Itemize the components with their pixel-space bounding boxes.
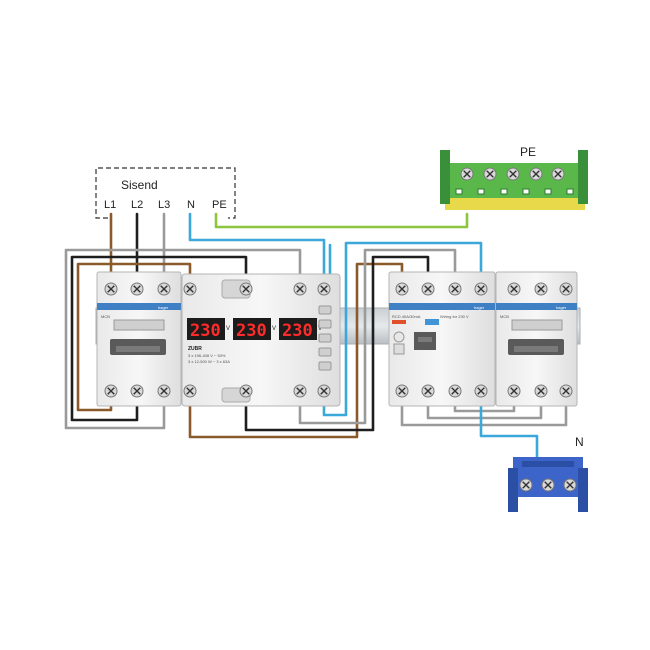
- wire-loop-grey: [64, 248, 302, 430]
- relay-spec-1: 3 x 196-408 V ~ 50%: [188, 353, 226, 358]
- terminal-screw: [474, 282, 488, 296]
- terminal-screw: [157, 282, 171, 296]
- wire-pe-green: [214, 212, 469, 229]
- pe-terminal-slot: [522, 188, 530, 195]
- wires: [64, 212, 568, 467]
- terminal-screw: [448, 282, 462, 296]
- wire-out-black: [244, 255, 430, 432]
- display-phase-2: [233, 318, 271, 340]
- terminal-screw: [448, 384, 462, 398]
- terminal-screw: [559, 282, 573, 296]
- supply-box: Sisend L1 L2 L3 N PE: [95, 167, 236, 219]
- terminal-screw: [317, 384, 331, 398]
- earth-label: PE: [212, 199, 227, 211]
- display-3-unit: V: [318, 326, 322, 332]
- pe-terminal-slot: [455, 188, 463, 195]
- relay-button-1[interactable]: [318, 305, 332, 315]
- pe-terminal-screw: [551, 167, 565, 181]
- pe-busbar: PE: [440, 145, 588, 210]
- relay-button-5[interactable]: [318, 361, 332, 371]
- wire-out-brown: [188, 262, 404, 439]
- terminal-screw: [395, 282, 409, 296]
- wire-out-blue: [322, 241, 483, 417]
- terminal-screw: [421, 384, 435, 398]
- display-1-value: 230: [190, 321, 221, 341]
- terminal-screw: [534, 282, 548, 296]
- terminal-screw: [183, 384, 197, 398]
- display-1-unit: V: [226, 326, 230, 332]
- supply-box-label: Sisend: [121, 178, 158, 192]
- pe-terminal-slot: [544, 188, 552, 195]
- terminal-screw: [130, 282, 144, 296]
- rcd-label: RCD 40A/30mA: [392, 314, 421, 319]
- phase-l2-label: L2: [131, 199, 143, 211]
- terminal-screw: [507, 384, 521, 398]
- terminal-screw: [293, 282, 307, 296]
- terminal-screw: [395, 384, 409, 398]
- pe-terminal-slot: [477, 188, 485, 195]
- terminal-screw: [421, 282, 435, 296]
- right-breaker-brand: hager: [556, 305, 567, 310]
- terminal-screw: [183, 282, 197, 296]
- wire-out-grey: [298, 248, 457, 425]
- terminal-screw: [474, 384, 488, 398]
- terminal-screw: [507, 282, 521, 296]
- display-3-value: 230: [282, 321, 313, 341]
- n-terminal-screw: [563, 478, 577, 492]
- relay-button-4[interactable]: [318, 347, 332, 357]
- pe-terminal-screw: [529, 167, 543, 181]
- pe-bar-label: PE: [520, 145, 536, 159]
- n-busbar: N: [508, 435, 588, 512]
- display-2-value: 230: [236, 321, 267, 341]
- pe-terminal-slot: [500, 188, 508, 195]
- relay-model: ZUBR: [188, 346, 202, 352]
- rcd-detail: Wiring for 230 V: [440, 314, 469, 319]
- terminal-screw: [239, 282, 253, 296]
- pe-terminal-screw: [460, 167, 474, 181]
- terminal-screw: [239, 384, 253, 398]
- wire-n-blue: [188, 212, 326, 285]
- rcd-brand: hager: [474, 305, 485, 310]
- wire-rcd-n-blue: [479, 390, 539, 467]
- wire-rcd-grey-1: [400, 390, 568, 427]
- display-phase-3: [279, 318, 317, 340]
- relay-spec-2: 3 x 12-500 W ~ 3 x 63A: [188, 359, 230, 364]
- rcd-test-button[interactable]: [393, 331, 405, 343]
- neutral-label: N: [187, 199, 195, 211]
- wire-loop-brown: [76, 262, 192, 412]
- relay-button-3[interactable]: [318, 333, 332, 343]
- phase-l1-label: L1: [104, 199, 116, 211]
- terminal-screws: [104, 282, 573, 398]
- display-phase-1: [187, 318, 225, 340]
- terminal-screw: [157, 384, 171, 398]
- display-2-unit: V: [272, 326, 276, 332]
- left-breaker-brand: hager: [158, 305, 169, 310]
- right-breaker: hager MCB: [495, 271, 578, 407]
- rcd: hager RCD 40A/30mA Wiring for 230 V: [388, 271, 496, 407]
- right-breaker-label: MCB: [500, 314, 509, 319]
- terminal-screw: [104, 384, 118, 398]
- terminal-screw: [293, 384, 307, 398]
- n-bar-label: N: [575, 435, 584, 449]
- pe-terminal-slot: [566, 188, 574, 195]
- voltage-relay: 230 230 230 V V V ZUBR 3 x 196-408 V ~ 5…: [181, 273, 341, 407]
- terminal-screw: [317, 282, 331, 296]
- n-terminal-screw: [519, 478, 533, 492]
- relay-button-2[interactable]: [318, 319, 332, 329]
- left-breaker-label: MCB: [101, 314, 110, 319]
- n-terminal-screw: [541, 478, 555, 492]
- terminal-screw: [559, 384, 573, 398]
- terminal-screw: [104, 282, 118, 296]
- left-breaker: hager MCB: [96, 271, 182, 407]
- wire-loop-black: [70, 255, 248, 422]
- pe-terminal-screw: [506, 167, 520, 181]
- terminal-screw: [534, 384, 548, 398]
- pe-terminal-screw: [483, 167, 497, 181]
- phase-l3-label: L3: [158, 199, 170, 211]
- terminal-screw: [130, 384, 144, 398]
